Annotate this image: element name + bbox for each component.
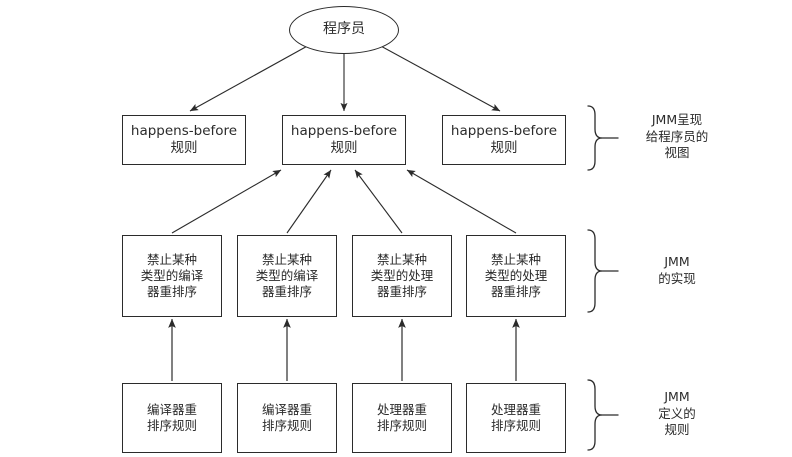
node-rule-processor-2[interactable]: 处理器重 排序规则	[466, 383, 566, 453]
node-happens-before-left[interactable]: happens-before 规则	[122, 115, 246, 165]
brace-view	[587, 105, 603, 171]
arrows-programmer-to-hb	[189, 43, 501, 112]
node-rule-processor-2-label: 处理器重 排序规则	[490, 402, 541, 433]
node-happens-before-center[interactable]: happens-before 规则	[282, 115, 406, 165]
node-happens-before-center-label: happens-before 规则	[290, 122, 398, 156]
brace-group	[587, 105, 619, 451]
node-rule-compiler-1-label: 编译器重 排序规则	[146, 402, 197, 433]
brace-impl	[587, 229, 603, 313]
node-happens-before-left-label: happens-before 规则	[130, 122, 238, 156]
annotation-jmm-rules: JMM 定义的 规则	[658, 389, 696, 437]
node-impl-compiler-2[interactable]: 禁止某种 类型的编译 器重排序	[237, 235, 337, 317]
node-rule-compiler-2-label: 编译器重 排序规则	[261, 402, 312, 433]
node-rule-processor-1-label: 处理器重 排序规则	[376, 402, 427, 433]
node-impl-processor-1-label: 禁止某种 类型的处理 器重排序	[370, 252, 434, 299]
node-happens-before-right[interactable]: happens-before 规则	[442, 115, 566, 165]
arrows-rules-to-impl	[168, 318, 520, 381]
node-impl-processor-2-label: 禁止某种 类型的处理 器重排序	[484, 252, 548, 299]
node-impl-processor-1[interactable]: 禁止某种 类型的处理 器重排序	[352, 235, 452, 317]
node-rule-compiler-1[interactable]: 编译器重 排序规则	[122, 383, 222, 453]
arrows-impl-to-hb-center	[171, 169, 517, 234]
node-impl-compiler-1-label: 禁止某种 类型的编译 器重排序	[140, 252, 204, 299]
annotation-jmm-impl: JMM 的实现	[658, 254, 696, 286]
node-impl-compiler-2-label: 禁止某种 类型的编译 器重排序	[255, 252, 319, 299]
node-happens-before-right-label: happens-before 规则	[450, 122, 558, 156]
node-programmer[interactable]: 程序员	[289, 6, 399, 54]
node-rule-processor-1[interactable]: 处理器重 排序规则	[352, 383, 452, 453]
node-impl-compiler-1[interactable]: 禁止某种 类型的编译 器重排序	[122, 235, 222, 317]
node-impl-processor-2[interactable]: 禁止某种 类型的处理 器重排序	[466, 235, 566, 317]
annotation-jmm-view: JMM呈现 给程序员的 视图	[645, 112, 709, 160]
node-rule-compiler-2[interactable]: 编译器重 排序规则	[237, 383, 337, 453]
brace-rules	[587, 379, 603, 451]
node-programmer-label: 程序员	[323, 21, 365, 38]
